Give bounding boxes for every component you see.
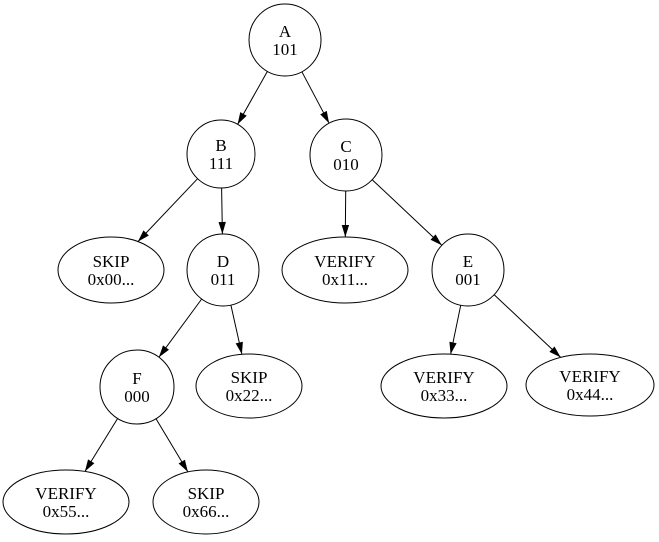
node-SKIP_0x00-label-line2: 0x00... [88, 270, 135, 289]
edge-A-to-C [301, 71, 330, 124]
node-VERIFY_0x33-label-line1: VERIFY [413, 368, 474, 387]
node-F-label-line2: 000 [124, 387, 150, 406]
edge-B-to-SKIP_0x00 [137, 178, 198, 242]
edge-F-to-SKIP_0x66 [155, 418, 189, 473]
node-D-circle [186, 233, 260, 307]
edge-E-to-VERIFY_0x44 [493, 294, 562, 358]
node-B-circle [186, 119, 256, 189]
node-SKIP_0x66: SKIP0x66... [152, 469, 260, 535]
node-E-circle [431, 233, 505, 307]
node-SKIP_0x22: SKIP0x22... [195, 353, 303, 419]
node-VERIFY_0x55-label-line2: 0x55... [43, 502, 90, 521]
edge-F-to-VERIFY_0x55 [84, 418, 119, 472]
node-VERIFY_0x44-ellipse [525, 353, 655, 417]
node-VERIFY_0x55-ellipse [2, 469, 130, 535]
nodes-layer: A101B111C010SKIP0x00...D011VERIFY0x11...… [2, 3, 655, 535]
node-VERIFY_0x55-label-line1: VERIFY [35, 484, 96, 503]
edge-E-to-VERIFY_0x33 [449, 305, 462, 355]
node-VERIFY_0x33: VERIFY0x33... [380, 353, 508, 419]
node-VERIFY_0x33-ellipse [380, 353, 508, 419]
node-VERIFY_0x44-label-line2: 0x44... [567, 385, 614, 404]
node-VERIFY_0x55: VERIFY0x55... [2, 469, 130, 535]
node-E-label-line2: 001 [455, 270, 481, 289]
node-VERIFY_0x11-label-line2: 0x11... [322, 270, 368, 289]
node-SKIP_0x66-label-line2: 0x66... [183, 502, 230, 521]
node-VERIFY_0x44: VERIFY0x44... [525, 353, 655, 417]
node-D-label-line1: D [217, 252, 229, 271]
node-F-label-line1: F [132, 369, 141, 388]
node-VERIFY_0x11: VERIFY0x11... [281, 236, 409, 304]
node-VERIFY_0x11-label-line1: VERIFY [314, 252, 375, 271]
node-VERIFY_0x44-label-line1: VERIFY [559, 367, 620, 386]
node-A-circle [248, 3, 322, 77]
edge-D-to-F [158, 298, 203, 358]
node-SKIP_0x22-label-line1: SKIP [231, 368, 268, 387]
node-VERIFY_0x33-label-line2: 0x33... [421, 386, 468, 405]
node-SKIP_0x66-ellipse [152, 469, 260, 535]
node-SKIP_0x22-ellipse [195, 353, 303, 419]
node-SKIP_0x00: SKIP0x00... [57, 236, 165, 304]
node-VERIFY_0x11-ellipse [281, 236, 409, 304]
node-SKIP_0x22-label-line2: 0x22... [226, 386, 273, 405]
node-SKIP_0x00-ellipse [57, 236, 165, 304]
node-SKIP_0x66-label-line1: SKIP [188, 484, 225, 503]
node-A-label-line1: A [279, 22, 292, 41]
edge-D-to-SKIP_0x22 [230, 304, 243, 355]
edges-layer [84, 71, 562, 473]
node-F-circle [99, 349, 175, 425]
edge-A-to-B [237, 71, 268, 125]
node-C-label-line1: C [340, 137, 351, 156]
node-C-circle [309, 118, 383, 192]
edge-C-to-E [371, 179, 443, 246]
node-E-label-line1: E [463, 252, 473, 271]
node-SKIP_0x00-label-line1: SKIP [93, 252, 130, 271]
node-A-label-line2: 101 [272, 40, 298, 59]
node-C-label-line2: 010 [333, 155, 359, 174]
node-D-label-line2: 011 [211, 270, 236, 289]
node-B-label-line1: B [215, 136, 226, 155]
node-B-label-line2: 111 [209, 154, 233, 173]
edge-B-to-D [218, 187, 226, 235]
